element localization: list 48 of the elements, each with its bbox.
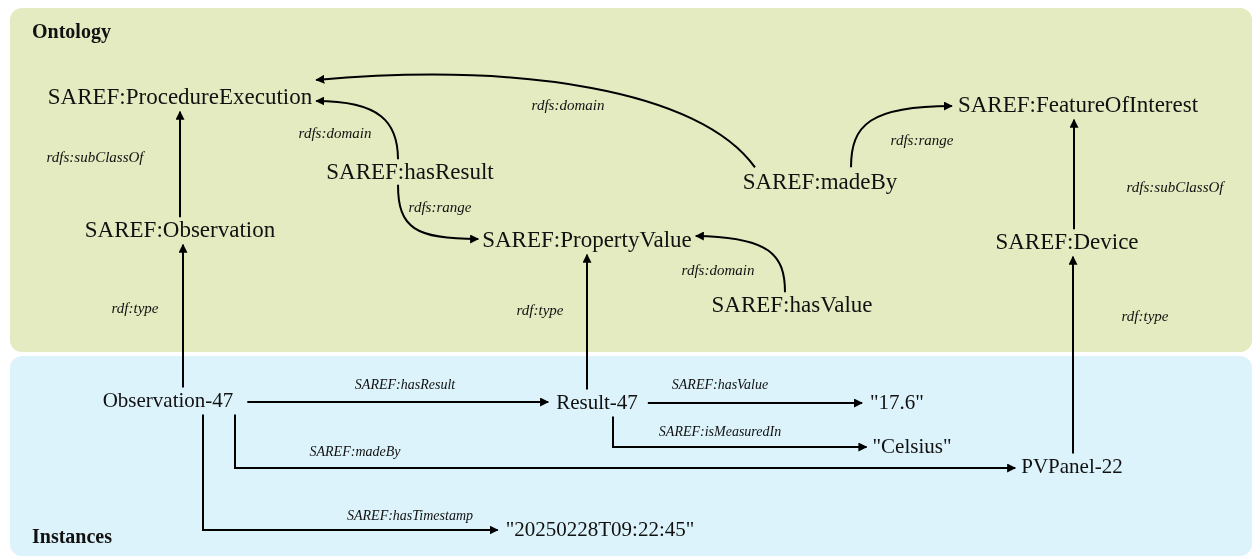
edge-label: SAREF:madeBy <box>309 444 401 460</box>
edge-label: rdfs:subClassOf <box>46 148 144 166</box>
instance-term: Observation-47 <box>102 389 234 413</box>
arrow <box>1069 118 1079 231</box>
panel-title: Instances <box>32 525 112 548</box>
class-term: SAREF:Observation <box>84 217 276 243</box>
edge-label: SAREF:isMeasuredIn <box>658 424 782 440</box>
edge-label: rdfs:subClassOf <box>1126 178 1224 196</box>
class-term: SAREF:FeatureOfInterest <box>957 92 1199 118</box>
ontology-panel <box>10 8 1252 352</box>
edge-label: SAREF:hasResult <box>354 377 456 393</box>
literal-value: "17.6" <box>870 391 924 415</box>
edge-label: rdfs:domain <box>681 261 755 279</box>
literal-value: "Celsius" <box>872 435 952 459</box>
arrow <box>850 101 953 169</box>
literal-value: "20250228T09:22:45" <box>505 518 695 542</box>
arrow <box>175 110 185 219</box>
instances-panel <box>10 356 1252 556</box>
edge-label: rdfs:range <box>890 131 954 149</box>
class-term: SAREF:Device <box>995 229 1139 255</box>
property-term: SAREF:hasValue <box>711 292 873 318</box>
panel-title: Ontology <box>32 20 111 43</box>
class-term: SAREF:PropertyValue <box>482 227 692 253</box>
edge-label: rdfs:range <box>408 198 472 216</box>
arrow <box>646 398 864 408</box>
edge-label: SAREF:hasValue <box>671 377 769 393</box>
edge-label: rdf:type <box>516 301 564 319</box>
edge-label: rdfs:domain <box>298 124 372 142</box>
class-term: SAREF:ProcedureExecution <box>47 84 313 110</box>
arrow <box>234 413 1017 473</box>
arrow <box>315 96 399 161</box>
property-term: SAREF:madeBy <box>742 169 898 195</box>
edge-label: rdf:type <box>111 299 159 317</box>
property-term: SAREF:hasResult <box>326 159 494 185</box>
arrow <box>582 253 592 391</box>
arrow <box>315 73 756 169</box>
arrow <box>178 243 188 389</box>
instance-term: PVPanel-22 <box>1021 455 1123 479</box>
arrow <box>1068 255 1078 455</box>
arrow <box>246 397 550 407</box>
arrow <box>397 183 480 244</box>
arrow <box>612 415 868 452</box>
instance-term: Result-47 <box>556 391 638 415</box>
edge-label: rdfs:domain <box>531 96 605 114</box>
edge-label: rdf:type <box>1121 307 1169 325</box>
edge-label: SAREF:hasTimestamp <box>347 508 473 524</box>
arrow <box>694 231 786 294</box>
arrow <box>202 413 499 535</box>
